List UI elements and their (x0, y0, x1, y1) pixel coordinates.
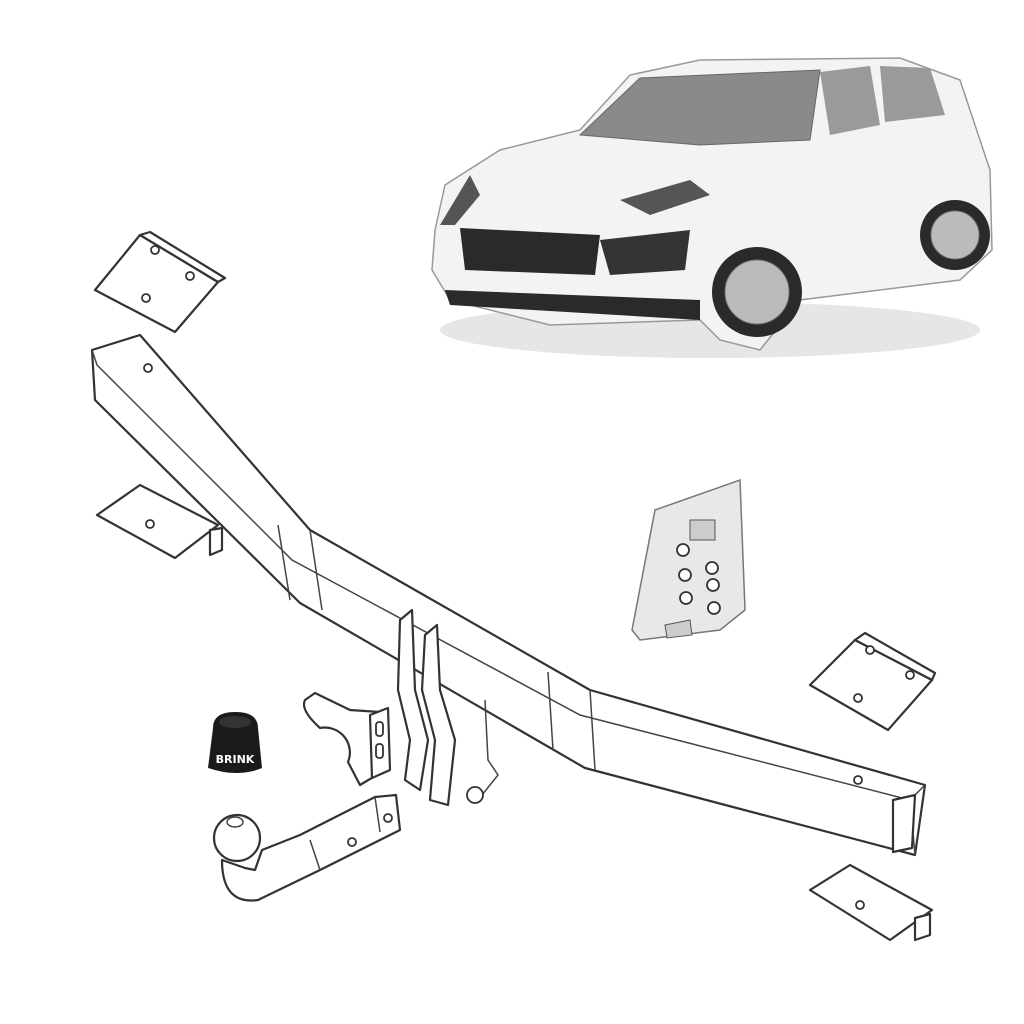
brink-logo: BRINK (216, 753, 255, 766)
towbar-crossbar (90, 333, 927, 857)
fitting-kit-bag (631, 478, 746, 641)
towball-cover-cap: BRINK (208, 712, 262, 773)
mounting-bracket-top-left (93, 230, 227, 334)
socket-bracket (302, 691, 392, 787)
towball-neck (212, 793, 402, 902)
mounting-bracket-right-lower (808, 863, 934, 942)
car-image (431, 57, 993, 358)
mounting-bracket-right-upper (808, 631, 937, 732)
drop-plate (396, 608, 499, 807)
mounting-bracket-mid-left (95, 483, 224, 560)
